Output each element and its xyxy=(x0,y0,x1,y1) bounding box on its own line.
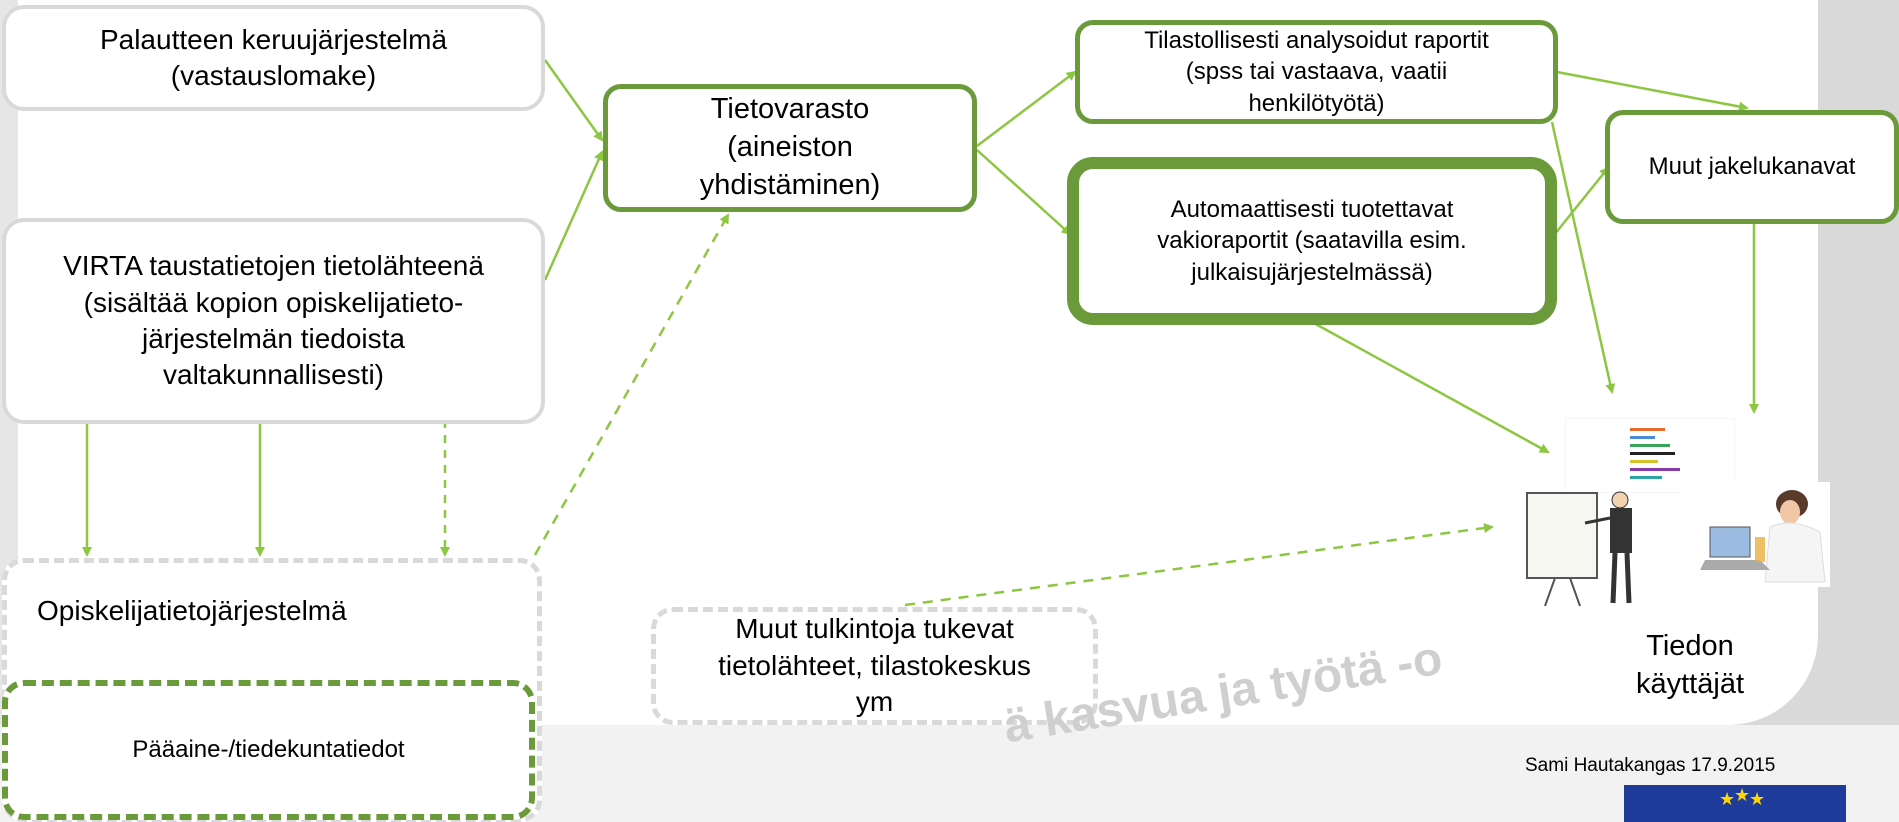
arrow-warehouse-stat xyxy=(976,70,1077,147)
other-sources-box: Muut tulkintoja tukevat tietolähteet, ti… xyxy=(651,607,1098,725)
virta-box: VIRTA taustatietojen tietolähteenä (sisä… xyxy=(2,218,545,424)
arrow-feedback-warehouse xyxy=(543,59,604,142)
auto-reports-box: Automaattisesti tuotettavat vakioraporti… xyxy=(1067,157,1557,325)
arrow-auto-users xyxy=(1311,320,1550,454)
researcher-image xyxy=(1680,482,1830,587)
major-faculty-box: Pääaine-/tiedekuntatiedot xyxy=(2,680,535,820)
warehouse-box: Tietovarasto (aineiston yhdistäminen) xyxy=(603,84,977,212)
auto-reports-label: Automaattisesti tuotettavat vakioraporti… xyxy=(1157,196,1467,286)
arrow-stat-users xyxy=(1550,121,1616,394)
major-faculty-label: Pääaine-/tiedekuntatiedot xyxy=(132,736,405,764)
data-users-label: Tiedon käyttäjät xyxy=(1636,630,1744,700)
virta-label: VIRTA taustatietojen tietolähteenä (sisä… xyxy=(63,250,484,391)
arrow-virta-warehouse xyxy=(543,150,604,281)
warehouse-label: Tietovarasto (aineiston yhdistäminen) xyxy=(699,93,881,201)
stat-reports-label: Tilastollisesti analysoidut raportit (sp… xyxy=(1144,27,1489,117)
arrow-sources-users xyxy=(904,523,1494,607)
feedback-system-box: Palautteen keruujärjestelmä (vastausloma… xyxy=(2,5,545,111)
eu-flag-icon: ★ ★ ★ xyxy=(1624,785,1846,822)
presenter-image xyxy=(1526,491,1632,607)
arrow-warehouse-auto xyxy=(976,149,1072,236)
stat-reports-box: Tilastollisesti analysoidut raportit (sp… xyxy=(1075,20,1558,124)
other-sources-label: Muut tulkintoja tukevat tietolähteet, ti… xyxy=(718,613,1031,718)
report-chart-image xyxy=(1565,418,1735,493)
arrow-auto-channels xyxy=(1549,166,1610,241)
feedback-system-label: Palautteen keruujärjestelmä (vastausloma… xyxy=(99,23,448,91)
author-date-label: Sami Hautakangas 17.9.2015 xyxy=(1525,755,1776,776)
arrow-stat-channels xyxy=(1556,70,1749,112)
other-channels-label: Muut jakelukanavat xyxy=(1648,153,1856,181)
other-channels-box: Muut jakelukanavat xyxy=(1605,110,1899,224)
student-system-label: Opiskelijatietojärjestelmä xyxy=(37,595,347,626)
arrow-student-warehouse xyxy=(533,213,730,556)
